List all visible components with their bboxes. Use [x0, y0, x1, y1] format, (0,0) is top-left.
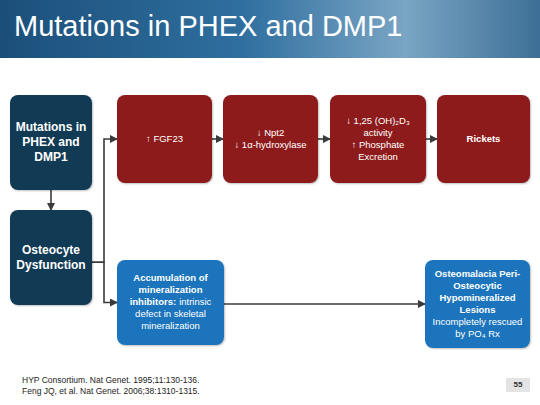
node-body: Incompletely rescued by PO₄ Rx: [430, 316, 525, 340]
slide-title: Mutations in PHEX and DMP1: [14, 10, 402, 43]
outcome-box: Osteomalacia Peri-Osteocytic Hypomineral…: [425, 260, 530, 348]
flow-arrow: [92, 139, 117, 262]
process-box: Accumulation of mineralization inhibitor…: [117, 260, 224, 345]
flow-arrow: [426, 138, 437, 140]
process-box: ↓ 1,25 (OH)₂D₃ activity↑ Phosphate Excre…: [330, 95, 426, 183]
process-box: ↓ Npt2↓ 1α-hydroxylase: [223, 95, 318, 183]
node-heading: ↑ FGF23: [146, 133, 183, 145]
node-body: ↑ Phosphate Excretion: [335, 139, 421, 163]
node-heading: Osteomalacia Peri-Osteocytic Hypomineral…: [430, 268, 525, 316]
reference-note: HYP Consortium. Nat Genet. 1995;11:130-1…: [22, 375, 199, 385]
node-heading: Mutations in PHEX and DMP1: [15, 120, 87, 165]
flow-arrow: [92, 262, 117, 302]
outcome-box: Rickets: [437, 95, 530, 183]
reference-note: Feng JQ, et al. Nat Genet. 2006;38:1310-…: [22, 386, 200, 396]
cause-box: Mutations in PHEX and DMP1: [10, 95, 92, 190]
node-heading: Osteocyte Dysfunction: [15, 243, 87, 273]
flow-arrow: [50, 190, 52, 210]
page-number: 55: [506, 378, 530, 392]
flow-arrow: [318, 138, 330, 140]
flow-arrow: [212, 138, 223, 140]
node-heading: ↓ Npt2: [257, 127, 284, 139]
flow-arrow: [224, 303, 425, 305]
node-body: ↓ 1α-hydroxylase: [234, 139, 306, 151]
node-heading: ↓ 1,25 (OH)₂D₃ activity: [335, 115, 421, 139]
cause-box: Osteocyte Dysfunction: [10, 210, 92, 305]
node-heading: Rickets: [467, 133, 501, 145]
process-box: ↑ FGF23: [117, 95, 212, 183]
